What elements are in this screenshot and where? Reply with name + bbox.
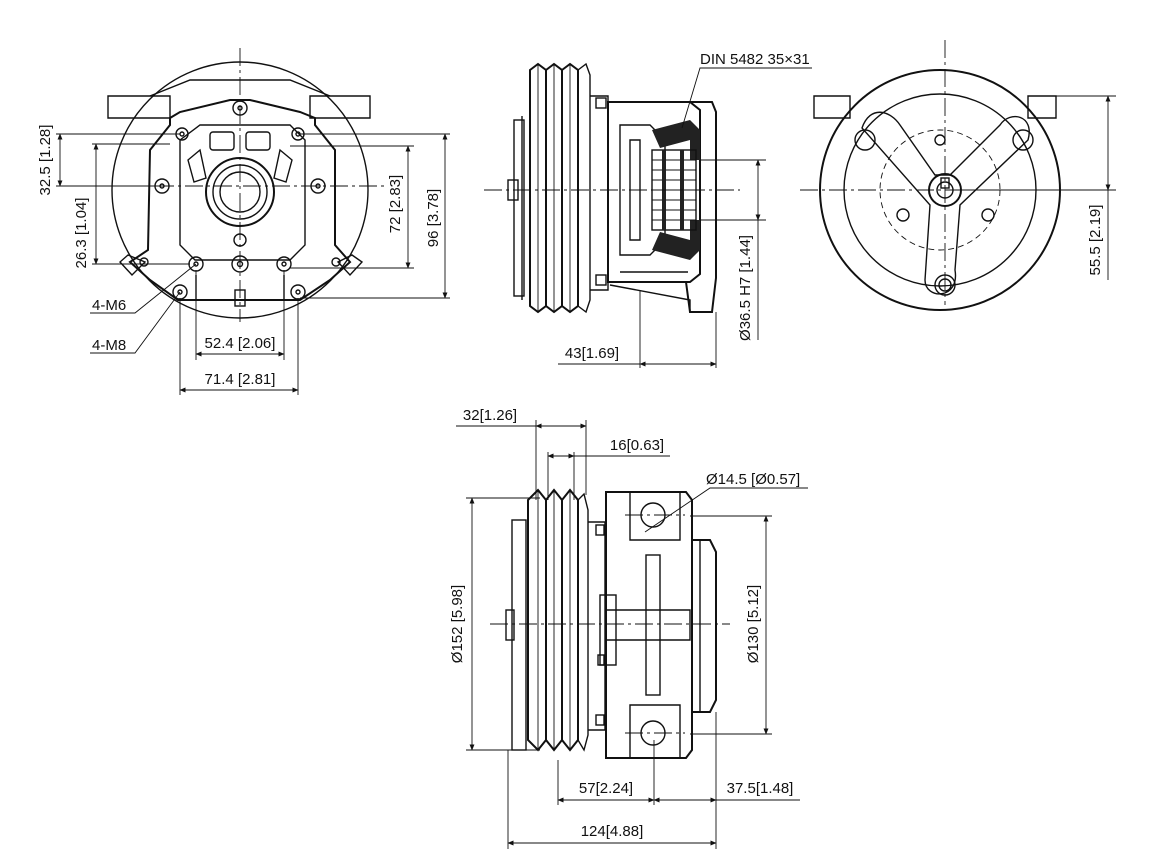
dim-37-5: 37.5[1.48] bbox=[727, 780, 794, 797]
label-4-m6: 4-M6 bbox=[92, 297, 126, 314]
dim-36-5: Ø36.5 H7 [1.44] bbox=[737, 235, 754, 341]
rear-view: 55.5 [2.19] bbox=[800, 40, 1116, 311]
front-flange-plate bbox=[128, 99, 352, 301]
rear-clutch-plate bbox=[861, 111, 1030, 295]
side-pulley bbox=[513, 62, 591, 314]
front-view: 32.5 [1.28] 26.3 [1.04] 72 [2.83] 96 [3.… bbox=[37, 48, 450, 395]
dim-130: Ø130 [5.12] bbox=[745, 585, 762, 663]
dim-52-4: 52.4 [2.06] bbox=[205, 335, 276, 352]
dim-57: 57[2.24] bbox=[579, 780, 633, 797]
label-din-spline: DIN 5482 35×31 bbox=[700, 51, 810, 68]
dim-32: 32[1.26] bbox=[463, 407, 517, 424]
bottom-flange bbox=[691, 539, 717, 713]
dim-71-4: 71.4 [2.81] bbox=[205, 371, 276, 388]
side-view: DIN 5482 35×31 Ø36.5 H7 [1.44] 43[1.69] bbox=[484, 51, 812, 368]
dim-124: 124[4.88] bbox=[581, 823, 644, 840]
bottom-view: 32[1.26] 16[0.63] Ø14.5 [Ø0.57] Ø152 [5.… bbox=[449, 407, 808, 849]
bottom-pulley bbox=[527, 488, 589, 752]
dim-43: 43[1.69] bbox=[565, 345, 619, 362]
dim-55-5: 55.5 [2.19] bbox=[1087, 205, 1104, 276]
dim-96: 96 [3.78] bbox=[425, 189, 442, 247]
dim-152: Ø152 [5.98] bbox=[449, 585, 466, 663]
front-left-ear bbox=[107, 95, 171, 119]
dim-32-5: 32.5 [1.28] bbox=[37, 125, 54, 196]
dim-14-5: Ø14.5 [Ø0.57] bbox=[706, 471, 800, 488]
dim-72: 72 [2.83] bbox=[387, 175, 404, 233]
front-right-ear bbox=[309, 95, 371, 119]
bottom-clutch-body bbox=[605, 491, 693, 759]
dim-26-3: 26.3 [1.04] bbox=[73, 198, 90, 269]
label-4-m8: 4-M8 bbox=[92, 337, 126, 354]
dim-16: 16[0.63] bbox=[610, 437, 664, 454]
